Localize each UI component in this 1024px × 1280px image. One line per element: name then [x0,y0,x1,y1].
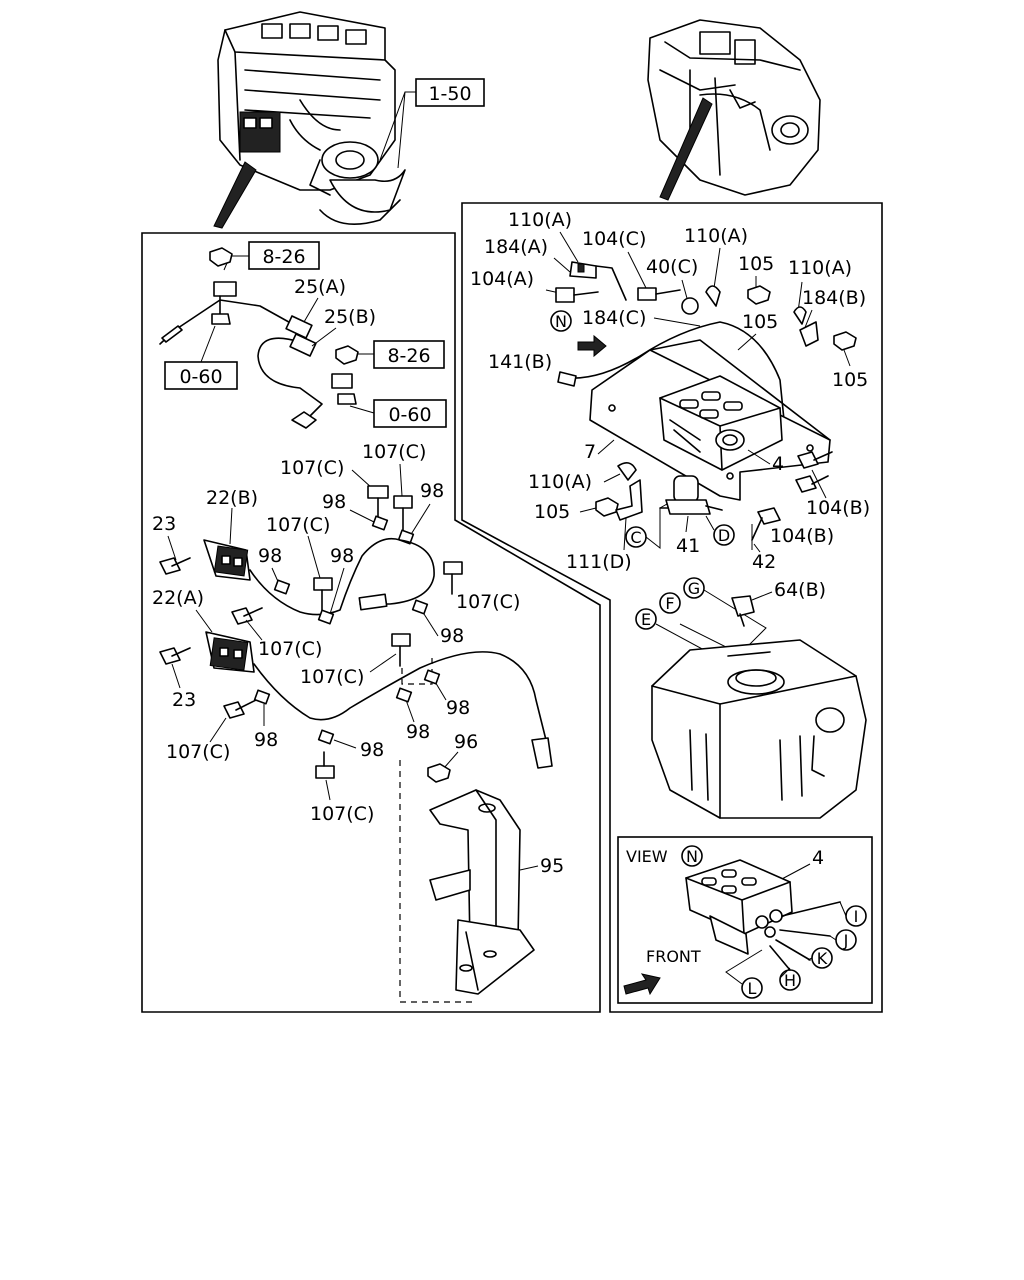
label-98-mid-b: 98 [330,545,354,567]
right-panel-frame [461,202,883,1013]
label-107c-mid-left: 107(C) [266,514,330,536]
label-105-4: 105 [534,501,570,523]
callout-L: L [748,979,757,998]
label-64b: 64(B) [774,579,826,601]
label-41: 41 [676,535,700,557]
engine-assembly-left: 1-50 [213,11,485,229]
label-107c-left-a: 107(C) [258,638,322,660]
front-label: FRONT [646,947,701,966]
ref-8-26-upper: 8-26 [262,246,305,268]
label-23-upper: 23 [152,513,176,535]
callout-F: F [665,594,674,613]
view-label: VIEW [626,847,668,866]
label-104b-2: 104(B) [770,525,834,547]
label-7: 7 [584,441,596,463]
label-141b: 141(B) [488,351,552,373]
callout-H: H [784,971,796,990]
view-label-4: 4 [812,847,824,869]
callout-N: N [555,312,567,331]
label-110a-1: 110(A) [508,209,572,231]
callout-C: C [630,528,641,547]
label-107c-bottom-center: 107(C) [310,803,374,825]
label-111d: 111(D) [566,551,632,573]
label-95: 95 [540,855,564,877]
label-42: 42 [752,551,776,573]
label-107c-right: 107(C) [456,591,520,613]
label-110a-2: 110(A) [684,225,748,247]
label-104b-1: 104(B) [806,497,870,519]
label-40c: 40(C) [646,256,698,278]
label-98-upper-left: 98 [322,491,346,513]
label-105-3: 105 [832,369,868,391]
label-110a-4: 110(A) [528,471,592,493]
ref-0-60-left: 0-60 [179,366,222,388]
label-4: 4 [772,453,784,475]
label-23-lower: 23 [172,689,196,711]
label-104c-1: 104(C) [582,228,646,250]
dosing-unit-4 [659,375,783,471]
label-22b: 22(B) [206,487,258,509]
label-110a-3: 110(A) [788,257,852,279]
label-22a: 22(A) [152,587,204,609]
label-107c-upper-left: 107(C) [280,457,344,479]
callout-E: E [641,610,651,629]
bracket-95 [429,789,535,995]
label-98-bottom-left: 98 [254,729,278,751]
label-98-lower-center: 98 [406,721,430,743]
label-184c: 184(C) [582,307,646,329]
callout-K: K [817,949,828,968]
label-107c-bottom-left: 107(C) [166,741,230,763]
def-tank [651,639,867,819]
view-dosing-unit [685,859,841,971]
label-105-1: 105 [738,253,774,275]
callout-D: D [718,526,730,545]
label-98-lower-right: 98 [446,697,470,719]
label-96: 96 [454,731,478,753]
label-98-right: 98 [440,625,464,647]
label-184b: 184(B) [802,287,866,309]
solenoid-valve-41 [659,475,723,515]
callout-J: J [843,931,849,950]
callout-I: I [854,907,859,926]
label-104a: 104(A) [470,268,534,290]
label-25b: 25(B) [324,306,376,328]
label-25a: 25(A) [294,276,346,298]
engine-assembly-right [647,19,821,201]
label-105-2: 105 [742,311,778,333]
label-98-upper-right: 98 [420,480,444,502]
ref-1-50: 1-50 [428,83,471,105]
label-98-mid-a: 98 [258,545,282,567]
view-n-inset [617,836,873,1004]
label-107c-center: 107(C) [300,666,364,688]
label-184a: 184(A) [484,236,548,258]
left-panel-frame [141,232,601,1013]
ref-8-26-lower: 8-26 [387,345,430,367]
label-98-bottom-center: 98 [360,739,384,761]
callout-G: G [688,579,700,598]
label-107c-upper-right: 107(C) [362,441,426,463]
view-callout-N: N [686,847,698,866]
ref-0-60-right: 0-60 [388,404,431,426]
